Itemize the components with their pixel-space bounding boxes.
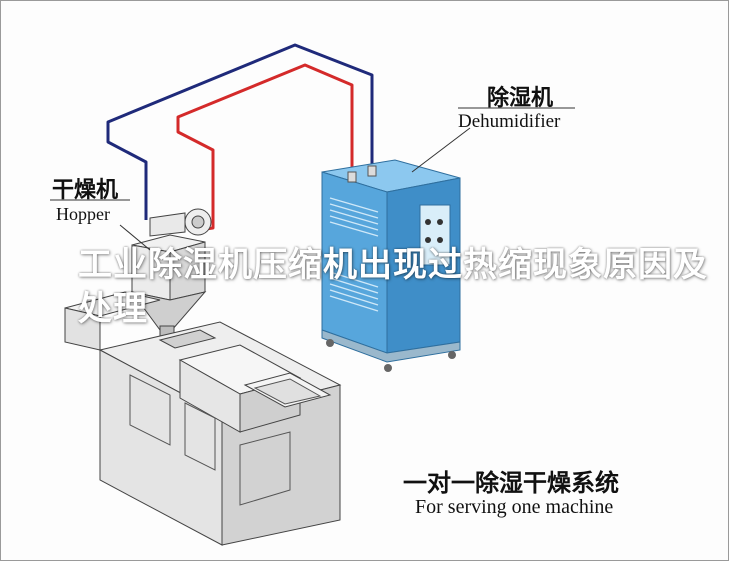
- supply-air-pipe: [176, 63, 354, 232]
- dehumidifier-unit: [321, 159, 461, 372]
- system-label-en: For serving one machine: [415, 496, 614, 518]
- overlay-title: 工业除湿机压缩机出现过热缩现象原因及处理: [78, 245, 708, 329]
- dehumidifier-label-cn: 除湿机: [487, 86, 554, 111]
- system-label-cn: 一对一除湿干燥系统: [403, 469, 619, 497]
- hopper-leader-line: [119, 224, 151, 251]
- hopper-unit: [130, 208, 212, 343]
- hopper-label-cn: 干燥机: [52, 178, 119, 203]
- molding-machine: [64, 291, 342, 546]
- dehumidifier-label-en: Dehumidifier: [458, 111, 561, 132]
- return-air-pipe: [106, 43, 374, 220]
- dehumidifier-leader-line: [411, 127, 471, 173]
- hopper-label-en: Hopper: [56, 204, 110, 224]
